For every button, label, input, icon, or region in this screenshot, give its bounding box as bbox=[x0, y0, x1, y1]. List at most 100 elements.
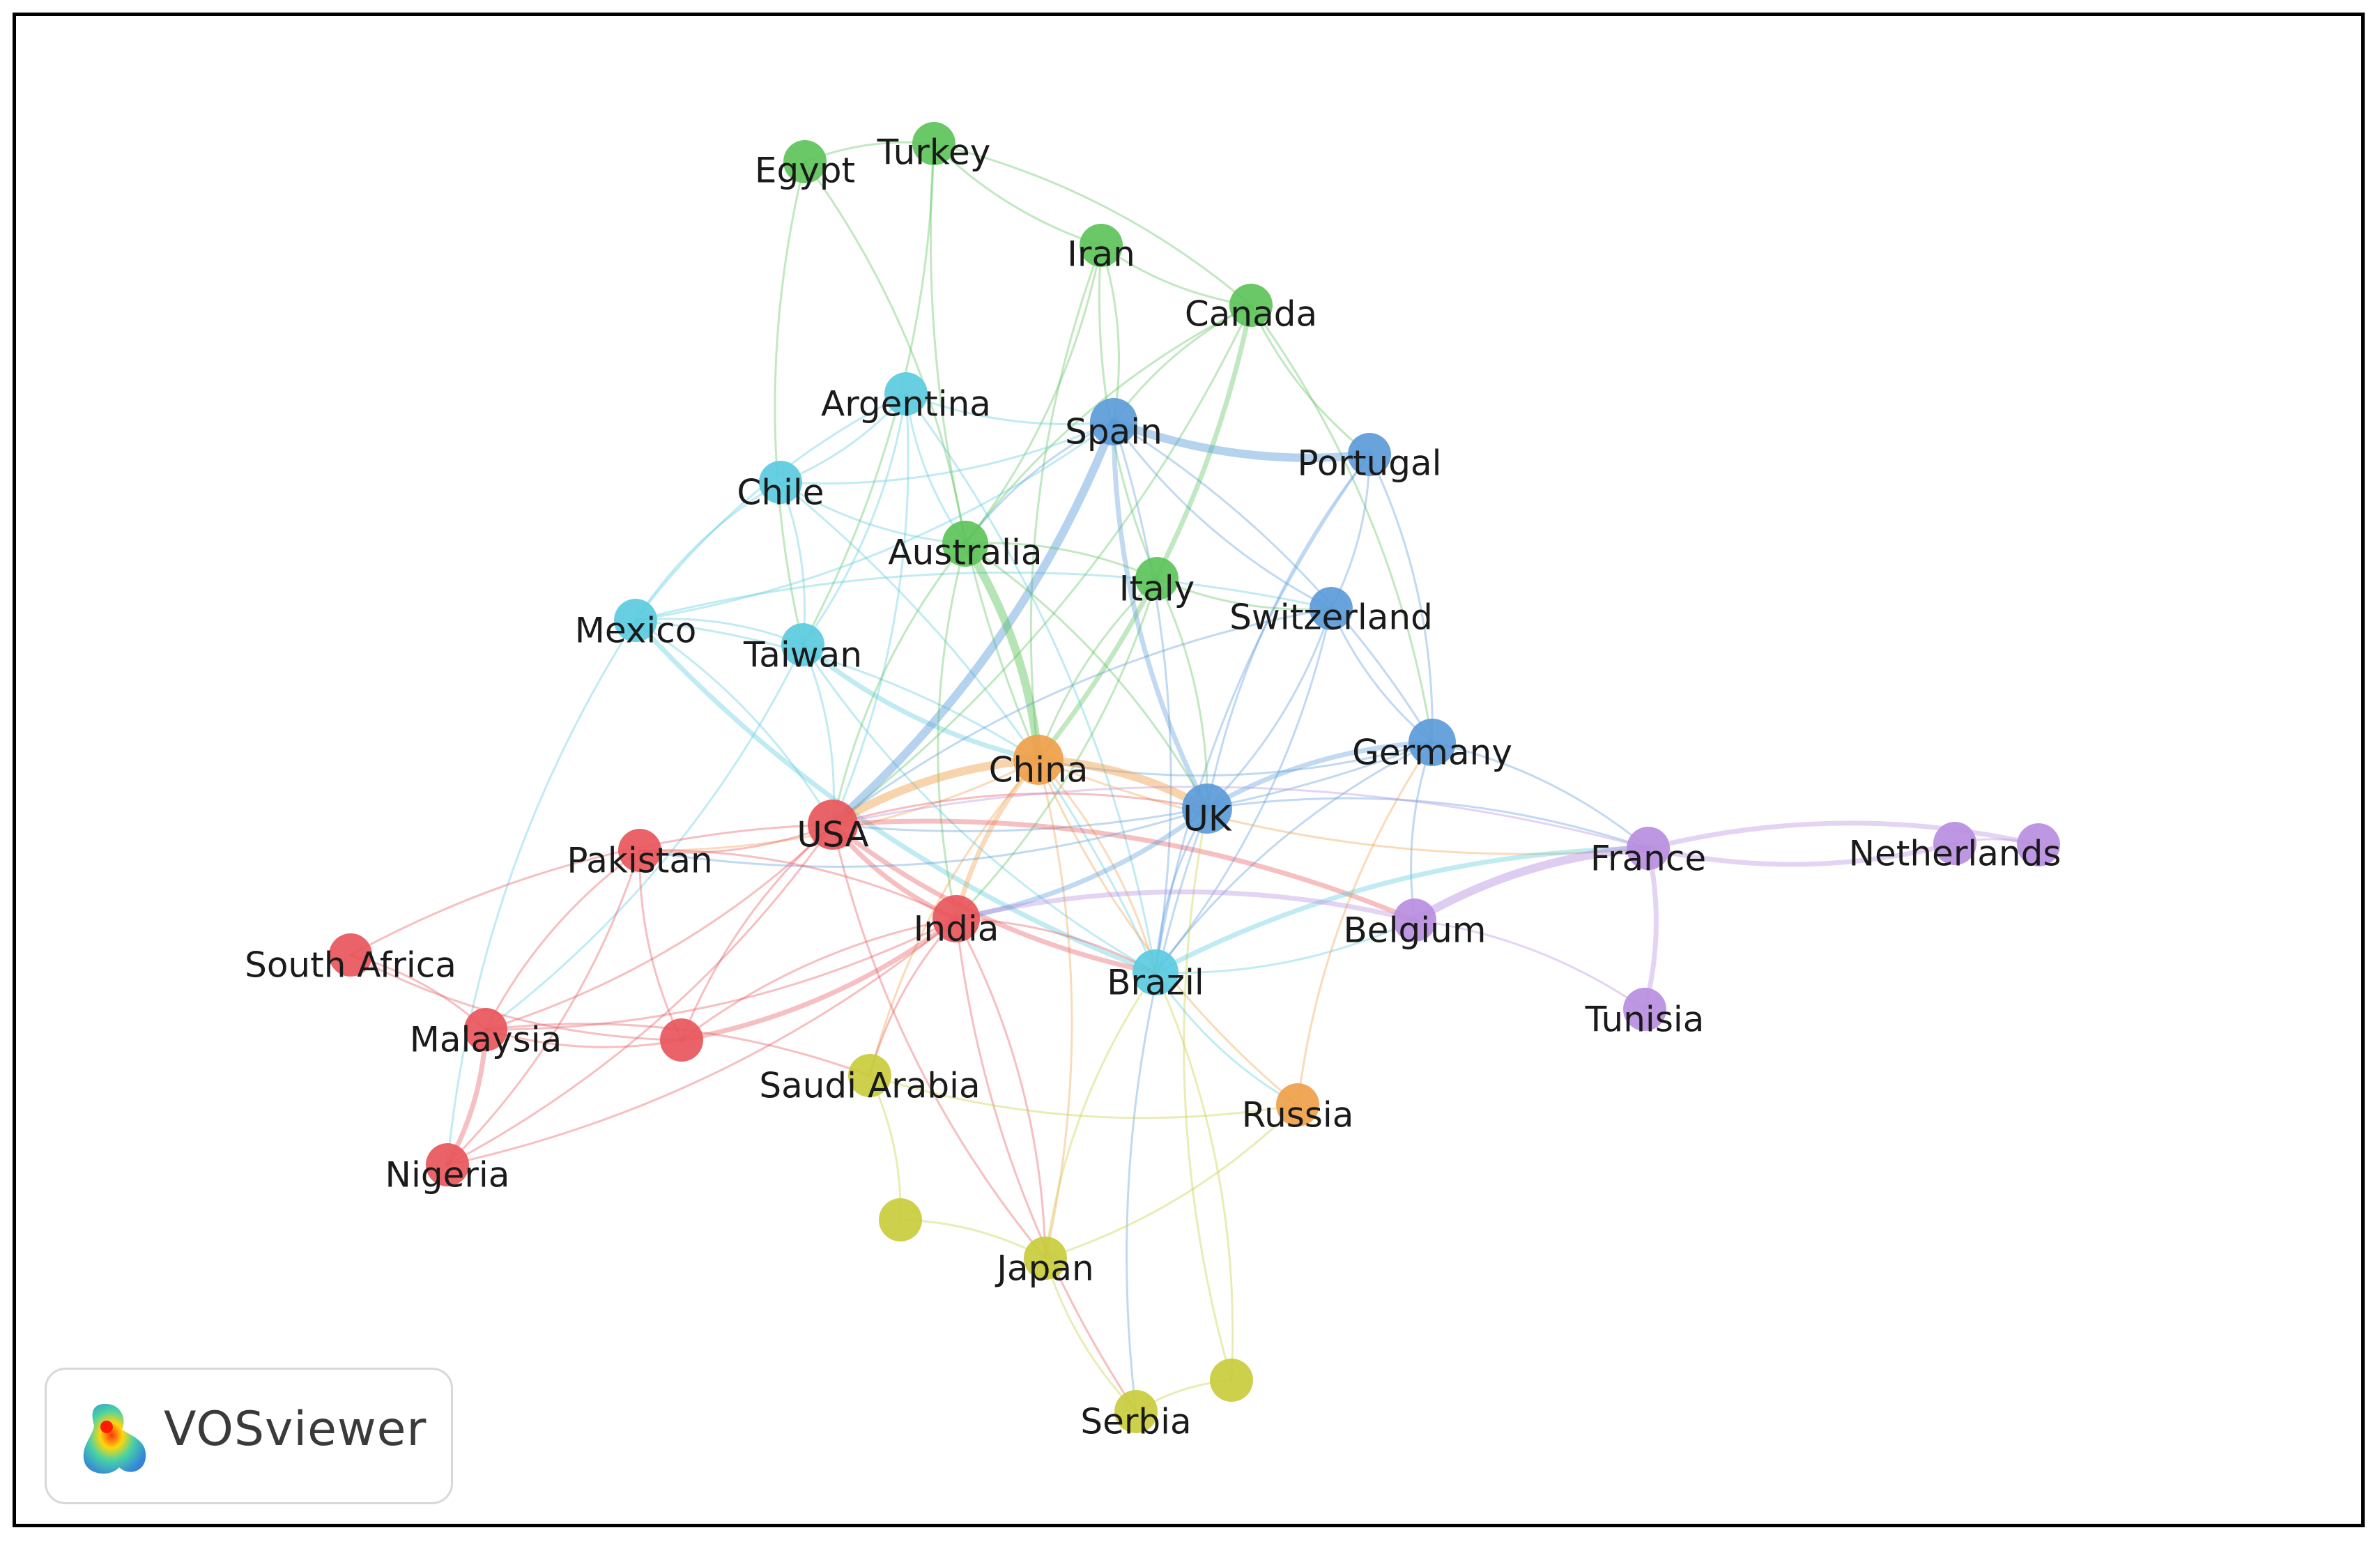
link-japan-brazil bbox=[1044, 971, 1157, 1260]
node-tunisia[interactable] bbox=[1623, 988, 1666, 1031]
link-argentina-taiwan bbox=[801, 392, 907, 646]
link-uk-india bbox=[953, 806, 1210, 922]
link-usa-japan bbox=[831, 823, 1047, 1260]
node-iran[interactable] bbox=[1080, 224, 1123, 267]
node-southafrica[interactable] bbox=[329, 933, 372, 977]
link-uk-pakistan bbox=[638, 807, 1208, 868]
node-canada[interactable] bbox=[1229, 284, 1273, 327]
node-label-canada: Canada bbox=[1185, 294, 1317, 335]
link-china-france bbox=[1037, 758, 1650, 855]
node-red_unlabeled[interactable] bbox=[660, 1018, 703, 1062]
node-uk[interactable] bbox=[1182, 784, 1232, 834]
node-yellow_unlabeled_2[interactable] bbox=[1210, 1359, 1253, 1402]
node-label-pakistan: Pakistan bbox=[567, 841, 712, 881]
node-label-japan: Japan bbox=[995, 1248, 1093, 1289]
link-portugal-uk bbox=[1206, 453, 1371, 810]
link-japan-russia bbox=[1044, 1103, 1299, 1260]
node-france[interactable] bbox=[1627, 827, 1670, 870]
link-usa-southafrica bbox=[349, 823, 834, 956]
link-brazil-russia bbox=[1154, 971, 1299, 1106]
link-australia-italy bbox=[964, 542, 1158, 580]
link-germany-usa bbox=[831, 741, 1434, 832]
node-switzerland[interactable] bbox=[1310, 587, 1353, 630]
link-red_unlabeled-india bbox=[679, 916, 959, 1043]
node-netherlands[interactable] bbox=[1933, 822, 1976, 865]
node-purple_unlabeled[interactable] bbox=[2017, 823, 2060, 866]
node-belgium[interactable] bbox=[1393, 899, 1436, 942]
link-italy-china bbox=[1037, 577, 1158, 761]
node-india[interactable] bbox=[932, 895, 980, 942]
link-france-belgium bbox=[1411, 844, 1652, 924]
node-russia[interactable] bbox=[1276, 1083, 1319, 1126]
link-canada-portugal bbox=[1250, 304, 1371, 456]
node-argentina[interactable] bbox=[884, 372, 928, 415]
link-turkey-china bbox=[929, 142, 1040, 761]
network-nodes bbox=[329, 122, 2060, 1433]
node-mexico[interactable] bbox=[614, 599, 657, 642]
link-russia-germany bbox=[1296, 741, 1434, 1106]
node-portugal[interactable] bbox=[1348, 433, 1391, 476]
node-label-brazil: Brazil bbox=[1107, 963, 1204, 1003]
map-frame bbox=[13, 13, 2365, 1527]
link-canada-germany bbox=[1250, 304, 1434, 744]
link-chile-australia bbox=[779, 481, 967, 545]
node-chile[interactable] bbox=[759, 461, 802, 504]
link-japan-serbia bbox=[1044, 1257, 1137, 1413]
node-taiwan[interactable] bbox=[781, 623, 824, 666]
link-chile-spain bbox=[779, 420, 1115, 485]
link-mexico-brazil bbox=[633, 618, 1158, 975]
node-spain[interactable] bbox=[1090, 398, 1137, 445]
node-japan[interactable] bbox=[1024, 1237, 1067, 1280]
node-label-usa: USA bbox=[797, 815, 868, 855]
link-germany-brazil bbox=[1154, 741, 1434, 974]
link-pakistan-nigeria bbox=[446, 849, 641, 1166]
link-malaysia-red_unlabeled bbox=[484, 1028, 683, 1048]
link-mexico-nigeria bbox=[446, 619, 637, 1166]
link-chile-mexico bbox=[634, 481, 782, 622]
link-france-usa bbox=[831, 786, 1650, 850]
node-egypt[interactable] bbox=[783, 140, 827, 183]
link-usa-brazil bbox=[830, 822, 1158, 975]
link-brazil-france bbox=[1153, 846, 1651, 975]
link-usa-belgium bbox=[830, 818, 1418, 923]
node-italy[interactable] bbox=[1135, 557, 1179, 600]
node-label-netherlands: Netherlands bbox=[1849, 834, 2062, 874]
link-yellow_unlabeled_2-uk bbox=[1183, 807, 1233, 1382]
link-belgium-india bbox=[953, 889, 1418, 923]
link-mexico-china bbox=[634, 619, 1040, 761]
link-india-nigeria bbox=[446, 917, 958, 1166]
node-yellow_unlabeled_1[interactable] bbox=[879, 1198, 922, 1241]
node-china[interactable] bbox=[1013, 735, 1064, 785]
node-usa[interactable] bbox=[808, 800, 858, 850]
node-turkey[interactable] bbox=[912, 122, 955, 165]
link-chile-brazil bbox=[779, 481, 1157, 974]
node-brazil[interactable] bbox=[1133, 949, 1179, 995]
node-pakistan[interactable] bbox=[618, 829, 661, 872]
link-france-netherlands bbox=[1645, 841, 1958, 867]
node-serbia[interactable] bbox=[1114, 1390, 1158, 1433]
link-switzerland-usa bbox=[831, 607, 1333, 826]
node-malaysia[interactable] bbox=[464, 1008, 507, 1051]
node-germany[interactable] bbox=[1408, 719, 1456, 766]
link-uk-france bbox=[1206, 797, 1650, 850]
node-saudiarabia[interactable] bbox=[848, 1054, 891, 1097]
link-uk-serbia bbox=[1126, 807, 1208, 1413]
link-southafrica-red_unlabeled bbox=[349, 954, 683, 1041]
link-argentina-brazil bbox=[905, 392, 1157, 974]
node-label-saudiarabia: Saudi Arabia bbox=[759, 1066, 980, 1106]
node-label-southafrica: South Africa bbox=[245, 945, 456, 986]
link-portugal-brazil bbox=[1154, 453, 1371, 974]
node-nigeria[interactable] bbox=[426, 1143, 469, 1186]
link-argentina-mexico bbox=[634, 392, 907, 622]
link-germany-france bbox=[1431, 741, 1650, 850]
link-australia-china bbox=[961, 540, 1043, 764]
link-australia-uk bbox=[964, 542, 1208, 810]
vosviewer-badge: VOSviewer bbox=[45, 1368, 453, 1504]
link-usa-pakistan bbox=[638, 823, 834, 854]
node-australia[interactable] bbox=[942, 521, 988, 567]
link-mexico-usa bbox=[634, 619, 834, 826]
link-spain-germany bbox=[1112, 420, 1434, 744]
link-switzerland-brazil bbox=[1154, 607, 1333, 974]
